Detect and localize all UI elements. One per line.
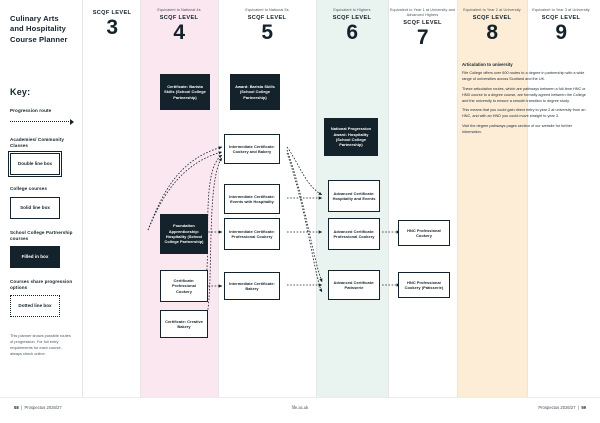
column-equivalent: Equivalent to National 5s [245,8,289,12]
course-box[interactable]: Advanced Certificate: Professional Cooke… [328,218,380,250]
course-box[interactable]: Certificate: Barista Skills (School Coll… [160,74,210,110]
column-level-number: 7 [416,25,429,49]
footer: 58 | Prospectus 2026/27 fife.ac.uk Prosp… [0,405,600,415]
column-equivalent: Equivalent to Year 2 at University [463,8,521,12]
course-box[interactable]: HNC Professional Cookery (Patisserie) [398,272,450,298]
column-level-number: 4 [173,20,185,44]
articulation-paragraph: This means that you could gain direct en… [462,108,586,119]
key-label: Courses share progression options [10,278,73,291]
footer-left-separator: | [19,405,24,410]
key-item-college-courses: College courses Solid line box [10,186,74,219]
column-equivalent: Equivalent to National 4s [157,8,201,12]
footer-right: Prospectus 2026/27 | 59 [538,405,586,410]
column-header-level-4: Equivalent to National 4s SCQF LEVEL 4 [140,8,218,43]
key-heading: Key: [10,86,31,97]
key-item-progression-route: Progression route [10,108,74,126]
column-scqf-label: SCQF LEVEL [332,14,372,21]
footer-website: fife.ac.uk [291,405,309,410]
column-scqf-label: SCQF LEVEL [92,10,132,16]
column-level-number: 6 [346,20,358,44]
page-title: Culinary Arts and Hospitality Course Pla… [10,14,68,44]
key-swatch-filled: Filled in box [10,245,60,268]
key-swatch-solid: Solid line box [10,196,60,219]
column-header-level-5: Equivalent to National 5s SCQF LEVEL 5 [218,8,316,43]
course-box[interactable]: Advanced Certificate: Hospitality and Ev… [328,180,380,212]
sidebar: Culinary Arts and Hospitality Course Pla… [0,0,82,397]
column-level-number: 8 [486,20,498,44]
footer-right-page: 59 [581,405,586,410]
column-level-number: 5 [261,20,273,44]
column-scqf-label: SCQF LEVEL [403,19,442,26]
footer-left: 58 | Prospectus 2026/27 [14,405,62,410]
articulation-paragraph: These articulation routes, which are pat… [462,86,586,103]
column-equivalent: Equivalent to Highers [333,8,371,12]
column-divider [140,0,141,397]
course-box[interactable]: Intermediate Certificate: Bakery [224,272,280,300]
progression-arrow-icon [10,118,74,126]
course-box[interactable]: Certificate: Professional Cookery [160,270,208,302]
column-divider [527,0,528,397]
column-divider [457,0,458,397]
column-divider [218,0,219,397]
articulation-paragraph: Visit the degree pathways pages section … [462,124,573,134]
footer-divider [0,397,600,398]
key-label: College courses [10,186,47,192]
key-swatch-dotted: Dotted line box [10,295,60,318]
column-divider [388,0,389,397]
course-box[interactable]: Intermediate Certificate: Events with Ho… [224,184,280,214]
column-divider [316,0,317,397]
column-level-number: 3 [106,16,118,39]
key-swatch-double: Double line box [7,150,63,178]
column-equivalent: Equivalent to Year 3 at University [532,8,590,12]
course-box[interactable]: Intermediate Certificate: Cookery and Ba… [224,134,280,164]
footer-right-separator: | [576,405,581,410]
column-header-level-6: Equivalent to Highers SCQF LEVEL 6 [316,8,388,43]
column-scqf-label: SCQF LEVEL [159,14,199,21]
column-header-level-3: SCQF LEVEL 3 [84,8,140,38]
footer-left-text: Prospectus 2026/27 [24,405,62,410]
course-box[interactable]: Foundation Apprenticeship: Hospitality (… [160,214,208,254]
course-box[interactable]: National Progression Award: Hospitality … [324,118,378,156]
column-divider [82,0,83,397]
column-band-level-8 [457,0,527,397]
articulation-note: Articulation to university Fife College … [462,62,590,140]
key-item-shared-progression: Courses share progression options Dotted… [10,278,74,318]
key-label: Progression route [10,107,52,113]
key-footnote: This planner shows possible routes of pr… [10,333,71,356]
key-item-academies: Academies/ Community Classes Double line… [7,136,74,178]
column-equivalent: Equivalent to Year 1 at University and A… [389,8,456,17]
column-scqf-label: SCQF LEVEL [541,14,581,21]
course-box[interactable]: Certificate: Creative Bakery [160,310,208,338]
articulation-heading: Articulation to university [462,62,513,67]
key-label: School College Partnership courses [10,229,73,241]
column-header-level-7: Equivalent to Year 1 at University and A… [388,8,457,48]
column-header-level-9: Equivalent to Year 3 at University SCQF … [527,8,595,43]
course-box[interactable]: Award: Barista Skills (School College Pa… [230,74,280,110]
footer-left-page: 58 [14,405,19,410]
column-scqf-label: SCQF LEVEL [472,14,512,21]
column-scqf-label: SCQF LEVEL [247,14,287,21]
course-box[interactable]: Advanced Certificate: Patisserie [328,270,380,300]
column-level-number: 9 [555,20,567,44]
footer-right-text: Prospectus 2026/27 [538,405,576,410]
column-header-level-8: Equivalent to Year 2 at University SCQF … [457,8,527,43]
key-item-school-college-partnership: School College Partnership courses Fille… [10,230,74,268]
key-label: Academies/ Community Classes [10,136,65,149]
course-box[interactable]: Intermediate Certificate: Professional C… [224,218,280,250]
course-box[interactable]: HNC Professional Cookery [398,220,450,246]
articulation-paragraph: Fife College offers over 600 routes to a… [462,71,585,81]
